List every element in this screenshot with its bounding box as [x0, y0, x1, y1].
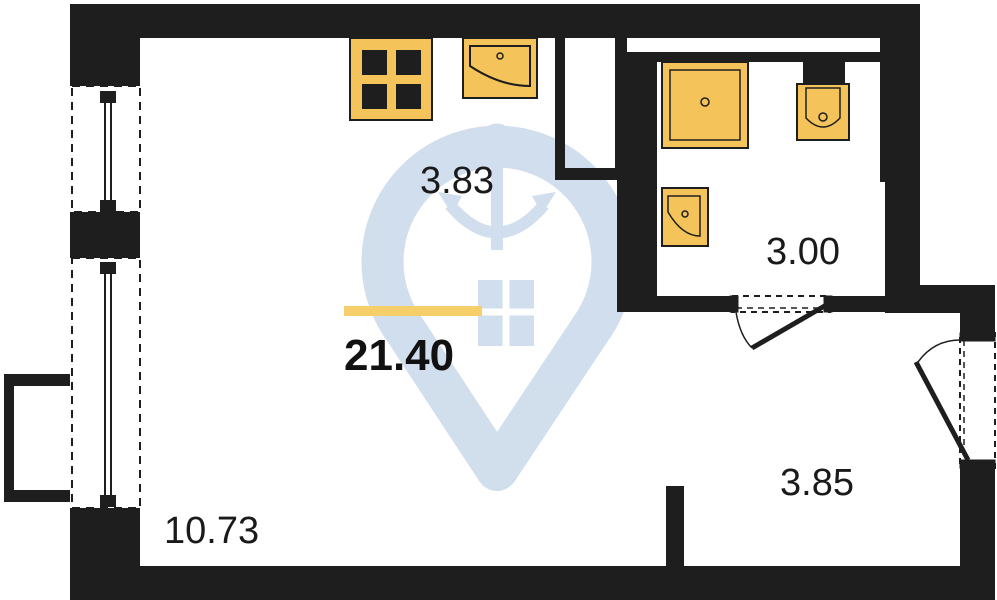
wall-outlines	[561, 28, 910, 182]
balcony	[4, 374, 70, 502]
kitchen-area-label: 3.83	[420, 160, 494, 202]
bathroom-area-label: 3.00	[766, 231, 840, 273]
kitchen-sink-icon	[462, 37, 538, 99]
watermark-logo	[361, 123, 634, 491]
hallway-area-label: 3.85	[780, 462, 854, 504]
living-room-area-label: 10.73	[164, 510, 260, 552]
toilet-icon	[796, 62, 850, 141]
bathroom-sink-icon	[661, 187, 709, 247]
bathroom-door	[729, 295, 833, 351]
stove-icon	[349, 37, 433, 121]
shower-icon	[661, 61, 749, 149]
entrance-door	[913, 332, 996, 469]
window-upper	[71, 85, 141, 213]
total-area-label: 21.40	[344, 331, 455, 380]
total-area-underline	[344, 306, 482, 316]
walls	[70, 4, 995, 600]
window-lower	[71, 257, 141, 509]
